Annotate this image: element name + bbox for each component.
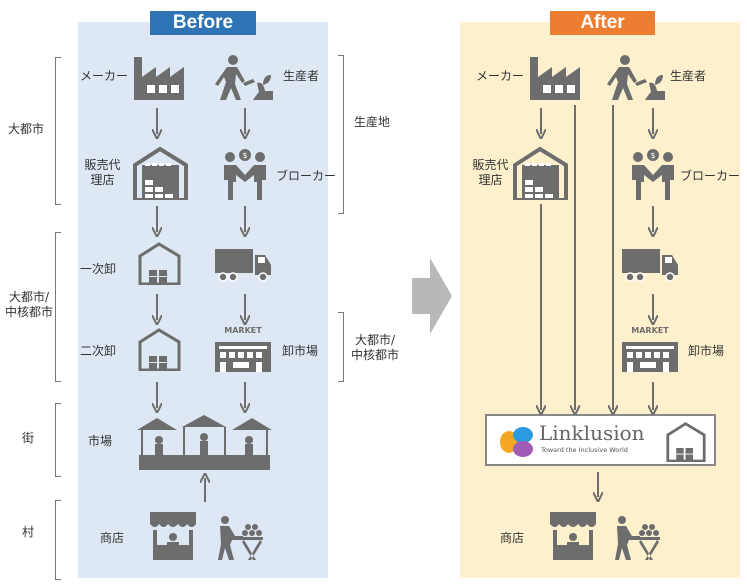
truck-icon — [213, 245, 273, 285]
label-broker: ブローカー — [276, 169, 337, 183]
label-secondary-wholesale: 二次卸 — [80, 344, 117, 358]
bracket-big-mid-city-right — [338, 312, 344, 382]
region-big-city: 大都市 — [8, 122, 45, 136]
after-wholesale-market-icon: MARKET — [620, 326, 680, 372]
after-title: After — [550, 11, 655, 35]
label-producer: 生産者 — [283, 69, 320, 83]
small-warehouse-icon — [137, 240, 182, 285]
after-label-broker: ブローカー — [680, 169, 741, 183]
broker-handshake-icon — [220, 145, 270, 200]
bracket-big-mid-city — [55, 232, 61, 382]
warehouse-icon — [133, 145, 188, 200]
after-warehouse-icon — [513, 145, 568, 200]
linklusion-name: Linklusion — [539, 421, 645, 445]
market-stalls-icon — [137, 415, 272, 470]
street-vendor-icon — [215, 515, 265, 560]
after-factory-icon — [528, 55, 588, 100]
linklusion-tagline: Toward the Inclusive World — [541, 446, 628, 454]
after-street-vendor-icon — [612, 515, 662, 560]
after-panel — [460, 22, 740, 578]
farmer-icon — [213, 55, 273, 100]
bracket-production-area — [338, 55, 344, 214]
after-label-producer: 生産者 — [670, 69, 707, 83]
after-broker-handshake-icon — [628, 145, 678, 200]
factory-icon — [132, 55, 192, 100]
linklusion-warehouse-icon — [665, 420, 707, 462]
shop-icon — [148, 510, 198, 560]
after-label-wholesale-market: 卸市場 — [688, 344, 725, 358]
label-sales-agent: 販売代理店 — [84, 158, 121, 187]
linklusion-logo-icon — [500, 427, 533, 457]
wholesale-market-icon: MARKET — [213, 326, 273, 372]
label-wholesale-market: 卸市場 — [282, 344, 319, 358]
transition-arrow-icon — [412, 258, 452, 334]
region-big-mid-city-right: 大都市/中核都市 — [350, 333, 399, 362]
before-panel — [78, 22, 328, 578]
region-production-area: 生産地 — [354, 115, 391, 129]
linklusion-box: Linklusion Toward the Inclusive World — [485, 414, 716, 466]
bracket-village — [55, 500, 61, 580]
region-village: 村 — [22, 525, 35, 539]
after-shop-icon — [548, 510, 598, 560]
bracket-big-city — [55, 57, 61, 205]
label-shop: 商店 — [100, 531, 125, 545]
region-big-mid-city: 大都市/中核都市 — [4, 290, 53, 319]
after-label-shop: 商店 — [500, 531, 525, 545]
before-title: Before — [150, 11, 256, 35]
after-truck-icon — [620, 245, 680, 285]
after-farmer-icon — [605, 55, 665, 100]
small-warehouse-icon-2 — [137, 326, 182, 371]
bracket-town — [55, 403, 61, 477]
label-primary-wholesale: 一次卸 — [80, 262, 117, 276]
after-label-sales-agent: 販売代理店 — [472, 158, 509, 187]
label-market: 市場 — [88, 434, 113, 448]
after-label-maker: メーカー — [476, 69, 525, 83]
market-sign: MARKET — [223, 326, 263, 335]
after-market-sign: MARKET — [630, 326, 670, 335]
label-maker: メーカー — [80, 69, 129, 83]
region-town: 街 — [22, 431, 35, 445]
